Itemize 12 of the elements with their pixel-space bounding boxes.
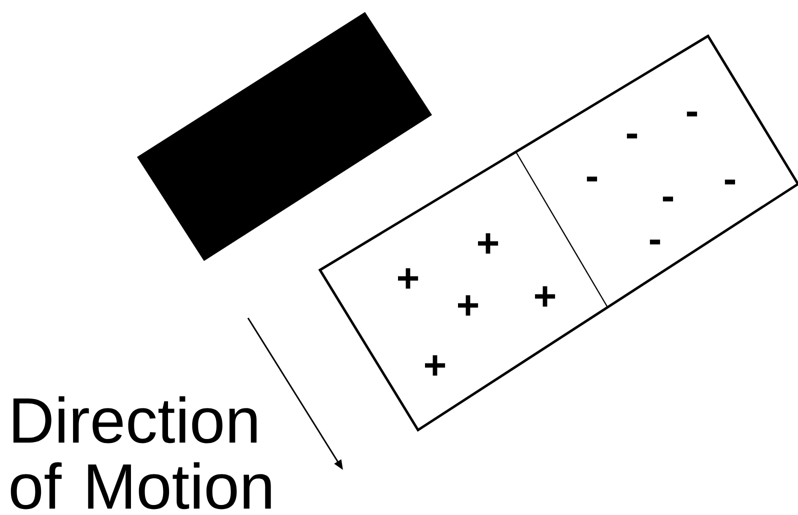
minus-sign: - (626, 134, 638, 138)
plus-sign: + (425, 355, 446, 376)
plus-sign: + (398, 268, 418, 289)
minus-sign: - (724, 180, 736, 184)
caption-text: Direction of Motion (10, 396, 271, 510)
minus-sign: - (686, 112, 698, 116)
plus-sign: + (458, 295, 478, 316)
minus-sign: - (650, 240, 660, 244)
minus-sign: - (662, 196, 674, 202)
plus-sign: + (535, 286, 556, 307)
minus-sign: - (586, 176, 598, 182)
plus-sign: + (478, 233, 498, 254)
